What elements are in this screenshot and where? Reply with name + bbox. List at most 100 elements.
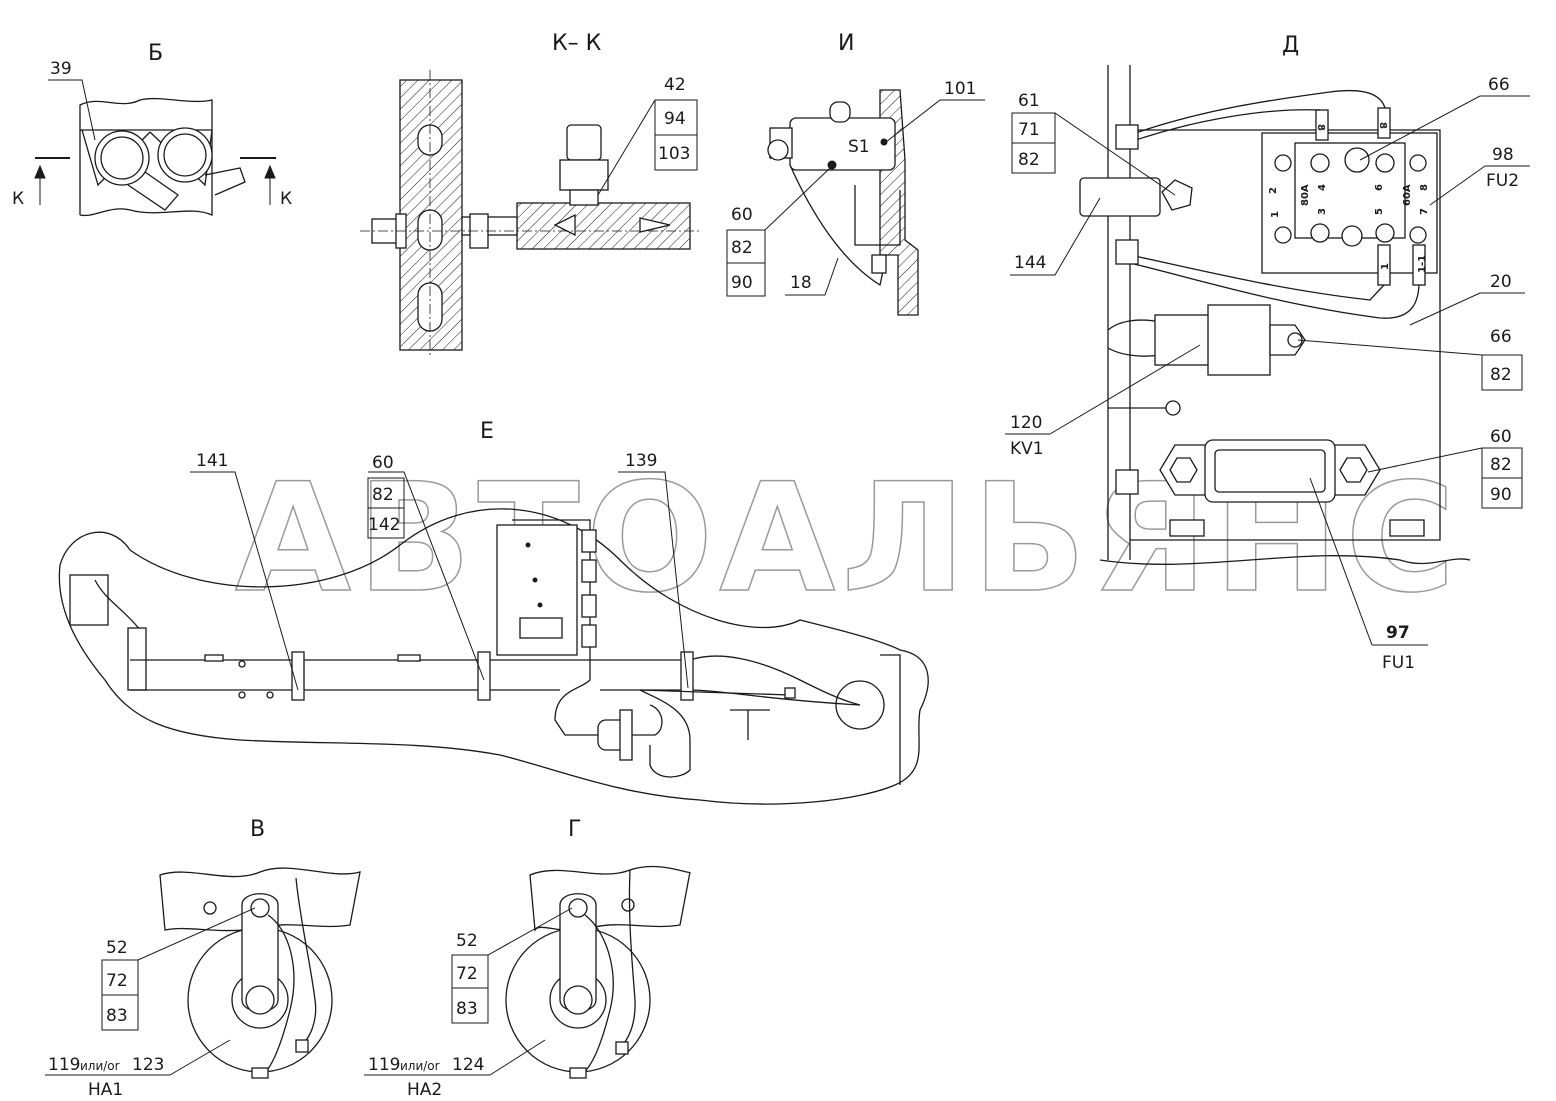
callout-90-i: 90 (731, 273, 753, 293)
callout-83-g: 83 (456, 999, 478, 1019)
part-124: 124 (452, 1055, 484, 1075)
svg-text:6: 6 (1374, 184, 1385, 191)
view-d-relay-base (1154, 314, 1211, 366)
view-kk-switch-body (559, 159, 609, 191)
callout-60-i: 60 (731, 205, 753, 225)
svg-text:8: 8 (1419, 184, 1430, 191)
view-e-beam-mid (300, 659, 690, 691)
view-i-switch-knob (829, 101, 851, 123)
view-d-fuse-screw-top (1344, 147, 1370, 173)
view-b-panel (79, 97, 213, 217)
view-b-title: Б (148, 41, 163, 66)
callout-97: 97 (1386, 623, 1410, 643)
callout-82-d: 82 (1018, 150, 1040, 170)
view-g: Г 52 72 83 119 или/or 124 HA2 (364, 817, 691, 1100)
view-b-connector-left (94, 130, 150, 186)
callout-94: 94 (664, 109, 686, 129)
callout-42: 42 (664, 75, 686, 95)
view-g-bracket-plate (529, 865, 691, 932)
view-i-switch-housing (789, 117, 896, 171)
leader-39 (48, 79, 96, 141)
view-b-section-label-left: К (12, 189, 24, 209)
view-d-fuse-screw-bottom (1341, 225, 1363, 247)
designator-fu1: FU1 (1382, 653, 1415, 673)
svg-text:1-1: 1-1 (1417, 255, 1428, 273)
callout-52-v: 52 (106, 938, 128, 958)
leader-120 (1049, 344, 1201, 435)
part-119-v: 119 (48, 1055, 80, 1075)
view-i: И S1 101 60 82 90 18 (726, 31, 985, 316)
view-i-component-s1: S1 (848, 137, 870, 157)
view-i-bracket (854, 185, 901, 246)
svg-text:1: 1 (1380, 263, 1391, 270)
view-g-title: Г (568, 817, 581, 842)
svg-text:3: 3 (1317, 208, 1328, 215)
leader-101 (885, 99, 985, 143)
view-b-connector-right-inner (163, 133, 207, 177)
leader-60-e (368, 471, 485, 681)
leader-141 (190, 471, 299, 691)
view-v-bracket-plate (159, 867, 361, 932)
callout-141: 141 (196, 451, 228, 471)
callout-72-v: 72 (106, 971, 128, 991)
leader-52-v (102, 907, 256, 961)
callout-52-g: 52 (456, 931, 478, 951)
part-or-g: или/or (400, 1059, 440, 1073)
view-b-connector-right (157, 127, 213, 183)
leader-52-g (452, 907, 573, 956)
view-b-plug-left (127, 171, 179, 211)
callout-90-d: 90 (1490, 485, 1512, 505)
leader-66-mid (1297, 339, 1522, 356)
leader-20 (1409, 292, 1525, 326)
view-d-title: Д (1282, 33, 1299, 58)
callout-71: 71 (1018, 120, 1040, 140)
view-e-beam-left (130, 659, 300, 691)
part-or-v: или/or (80, 1059, 120, 1073)
callout-98: 98 (1492, 145, 1514, 165)
view-d-wire-sleeve-1 (1315, 109, 1329, 141)
view-d-break-line (1099, 555, 1471, 565)
svg-text:8: 8 (1377, 122, 1388, 129)
callout-66-top: 66 (1488, 75, 1510, 95)
view-kk-switch-stem (569, 189, 599, 206)
view-b-plug-right (204, 167, 246, 196)
leader-119-v (169, 1039, 231, 1076)
leader-66-top (1359, 95, 1530, 161)
view-kk-channel-b (639, 217, 671, 233)
leader-61 (1012, 112, 1176, 196)
view-kk-title: К– К (552, 31, 602, 56)
view-e: Е 141 (58, 419, 929, 805)
part-119-g: 119 (368, 1055, 400, 1075)
callout-60-e: 60 (372, 453, 394, 473)
svg-text:2: 2 (1268, 187, 1279, 194)
view-v-horn-bracket (241, 893, 279, 1012)
view-e-title: Е (480, 419, 494, 444)
leader-60-i (727, 167, 831, 231)
callout-20: 20 (1490, 272, 1512, 292)
leader-144 (1010, 197, 1101, 276)
designator-kv1: KV1 (1010, 439, 1044, 459)
view-g-horn-bracket (559, 893, 597, 1012)
view-d-fuse-fu1 (1204, 439, 1336, 503)
view-i-title: И (838, 31, 854, 56)
callout-83-v: 83 (106, 1006, 128, 1026)
view-v-horn-wire (295, 877, 317, 1046)
view-d-clip-1 (1115, 124, 1139, 150)
view-e-bracket-t (730, 709, 770, 740)
svg-text:8: 8 (1315, 124, 1326, 131)
view-b-connector-left-inner (100, 136, 144, 180)
view-d-mount-plate (1130, 129, 1441, 541)
leader-97 (1309, 477, 1373, 646)
view-e-beam-right (689, 655, 861, 706)
view-kk-switch-cap (566, 124, 602, 161)
view-d-harness-top (1129, 89, 1386, 136)
callout-101: 101 (944, 79, 976, 99)
view-kk-channel-a (553, 213, 576, 237)
view-kk: К– К 42 94 103 (360, 31, 700, 355)
svg-text:5: 5 (1374, 208, 1385, 215)
view-e-panel (496, 524, 578, 656)
view-d-harness-mid (1129, 254, 1385, 301)
view-d-hex-bolt (1161, 179, 1193, 211)
view-b: Б К К 39 (12, 41, 292, 217)
